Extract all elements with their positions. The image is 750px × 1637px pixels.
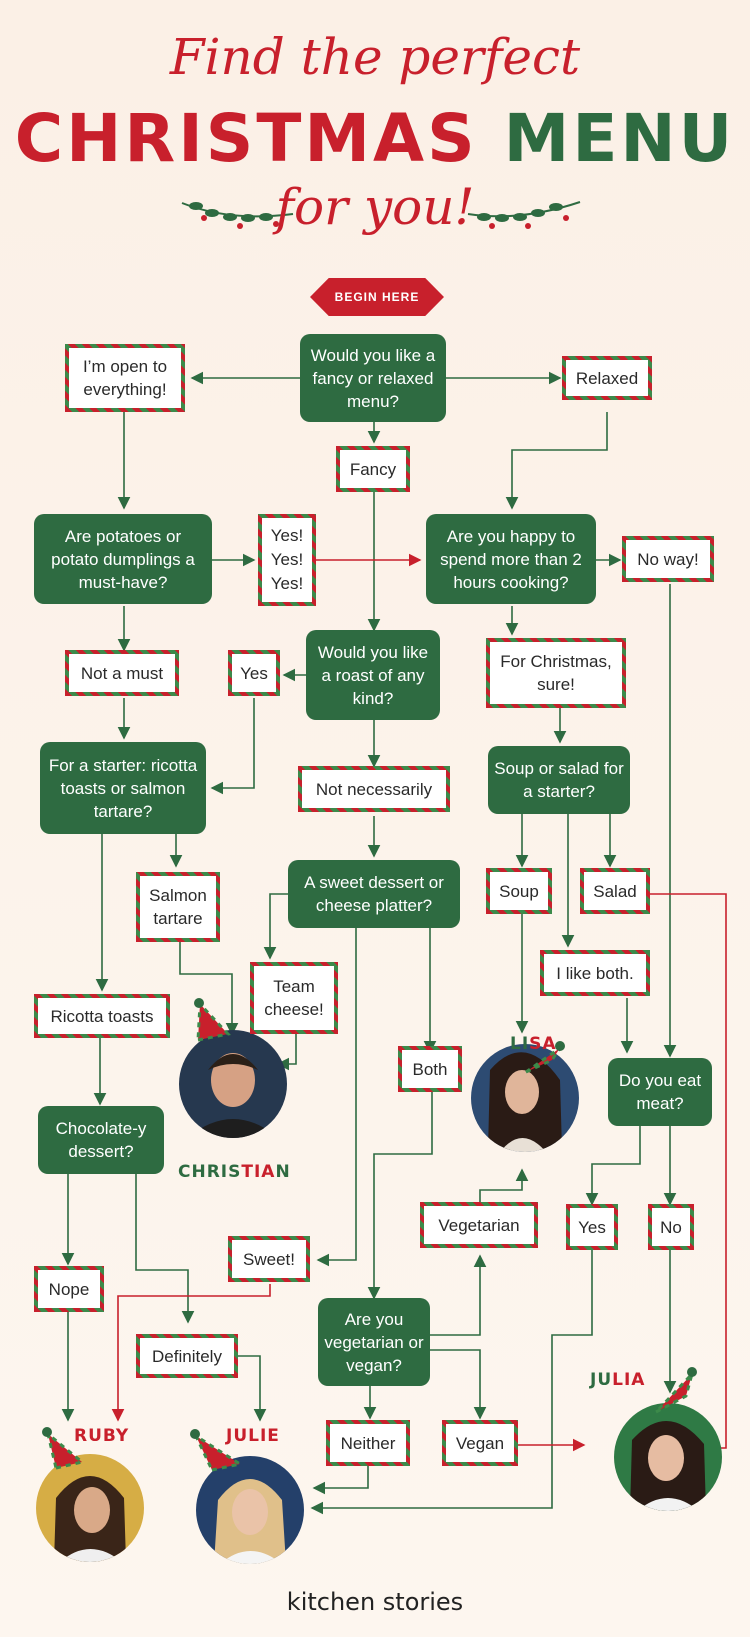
holly-right-icon: [467, 201, 581, 229]
answer-relaxed: Relaxed: [562, 356, 652, 400]
answer-salmon-tartare: Salmon tartare: [136, 872, 220, 942]
answer-for-christmas-sure: For Christmas, sure!: [486, 638, 626, 708]
answer-not-a-must: Not a must: [65, 650, 179, 696]
answer-vegan: Vegan: [442, 1420, 518, 1466]
question-roast: Would you like a roast of any kind?: [306, 630, 440, 720]
answer-yes-meat: Yes: [566, 1204, 618, 1250]
answer-yes-roast: Yes: [228, 650, 280, 696]
santa-hat-icon: [192, 1431, 244, 1472]
begin-here-badge: BEGIN HERE: [310, 278, 444, 316]
person-name-christian: CHRISTIAN: [178, 1162, 291, 1182]
question-starter-choice: For a starter: ricotta toasts or salmon …: [40, 742, 206, 834]
santa-hat-icon: [654, 1372, 694, 1414]
answer-definitely: Definitely: [136, 1334, 238, 1378]
holly-left-icon: [181, 202, 294, 229]
question-fancy-or-relaxed: Would you like a fancy or relaxed menu?: [300, 334, 446, 422]
answer-no-way: No way!: [622, 536, 714, 582]
title-top: Find the perfect: [169, 28, 581, 86]
title-christmas: CHRISTMAS: [14, 100, 478, 177]
person-name-lisa: LISA: [510, 1034, 557, 1054]
portrait-julia: [614, 1367, 722, 1511]
santa-hat-icon: [525, 1046, 562, 1074]
answer-nope: Nope: [34, 1266, 104, 1312]
answer-ricotta-toasts: Ricotta toasts: [34, 994, 170, 1038]
question-chocolate-dessert: Chocolate-y dessert?: [38, 1106, 164, 1174]
answer-yes-yes-yes: Yes! Yes! Yes!: [258, 514, 316, 606]
portrait-lisa: [471, 1041, 579, 1152]
answer-neither: Neither: [326, 1420, 410, 1466]
title-bottom: for you!: [275, 178, 475, 236]
footer-brand: kitchen stories: [286, 1588, 464, 1616]
answer-both: Both: [398, 1046, 462, 1092]
portrait-christian: [179, 998, 287, 1138]
person-name-julia: JULIA: [590, 1370, 646, 1390]
answer-salad: Salad: [580, 868, 650, 914]
question-potatoes: Are potatoes or potato dumplings a must-…: [34, 514, 212, 604]
question-sweet-or-cheese: A sweet dessert or cheese platter?: [288, 860, 460, 928]
answer-soup: Soup: [486, 868, 552, 914]
santa-hat-icon: [45, 1430, 86, 1470]
question-eat-meat: Do you eat meat?: [608, 1058, 712, 1126]
answer-vegetarian: Vegetarian: [420, 1202, 538, 1248]
question-cooking-time: Are you happy to spend more than 2 hours…: [426, 514, 596, 604]
person-name-julie: JULIE: [226, 1426, 280, 1446]
question-vegetarian-or-vegan: Are you vegetarian or vegan?: [318, 1298, 430, 1386]
portrait-julie: [190, 1429, 304, 1564]
person-name-ruby: RUBY: [74, 1426, 130, 1446]
answer-open-to-everything: I’m open to everything!: [65, 344, 185, 412]
title-main: CHRISTMAS MENU: [0, 100, 750, 177]
answer-team-cheese: Team cheese!: [250, 962, 338, 1034]
answer-i-like-both: I like both.: [540, 950, 650, 996]
portrait-ruby: [36, 1427, 144, 1562]
answer-no-meat: No: [648, 1204, 694, 1250]
answer-not-necessarily: Not necessarily: [298, 766, 450, 812]
santa-hat-icon: [196, 1000, 231, 1042]
answer-fancy: Fancy: [336, 446, 410, 492]
question-soup-or-salad: Soup or salad for a starter?: [488, 746, 630, 814]
answer-sweet: Sweet!: [228, 1236, 310, 1282]
title-menu: MENU: [503, 100, 736, 177]
